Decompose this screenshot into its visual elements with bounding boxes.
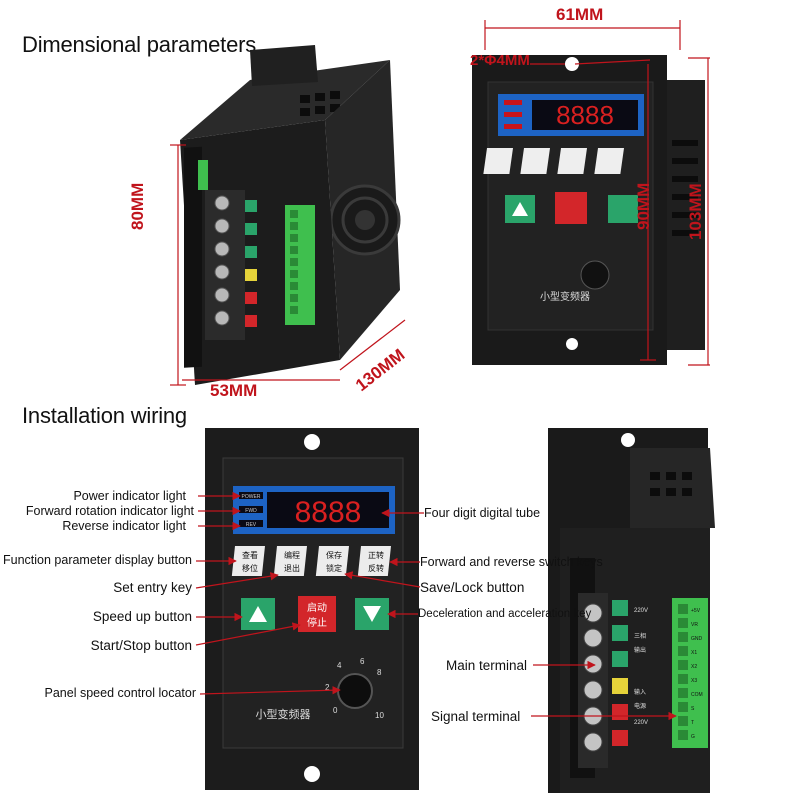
svg-text:锁定: 锁定: [326, 563, 342, 573]
bottom-mount-hole: [566, 338, 578, 350]
main-terminal-screws: [578, 593, 608, 768]
terminal-side-labels: 220V 三相 输出 输入 电源 220V: [634, 608, 648, 726]
svg-text:4: 4: [337, 661, 342, 670]
model-label: 小型变频器: [256, 707, 311, 721]
label-save-lock: Save/Lock button: [420, 580, 525, 595]
svg-text:三相: 三相: [634, 632, 646, 640]
svg-text:退出: 退出: [284, 563, 300, 573]
mount-hole: [317, 56, 329, 68]
svg-text:正转: 正转: [368, 550, 384, 560]
display-digits: 8888: [295, 496, 362, 529]
function-buttons: 查看 移位 编程 退出 保存 锁定 正转 反转: [231, 546, 391, 576]
panel-wiring-view: POWER FWD REV 8888 查看 移位 编程 退出 保存 锁定 正转 …: [205, 428, 419, 790]
svg-text:输入: 输入: [634, 688, 646, 696]
svg-text:2: 2: [325, 683, 330, 692]
label-signal-terminal: Signal terminal: [431, 709, 521, 724]
svg-text:220V: 220V: [634, 720, 648, 726]
label-panel-speed: Panel speed control locator: [44, 686, 196, 700]
svg-text:VR: VR: [691, 622, 698, 628]
svg-text:查看: 查看: [242, 550, 258, 560]
top-vents: [300, 91, 340, 116]
dim-width-side: 53MM: [210, 381, 258, 400]
svg-text:X2: X2: [691, 664, 697, 670]
signal-terminal-block: +5V VR GND X1 X2 X3 COM S T G: [672, 598, 708, 748]
speed-up-btn: [241, 598, 275, 630]
svg-text:保存: 保存: [326, 550, 342, 560]
svg-text:编程: 编程: [284, 550, 300, 560]
label-start-stop: Start/Stop button: [90, 638, 192, 653]
svg-text:6: 6: [360, 657, 365, 666]
device-side-view: [170, 45, 406, 386]
svg-text:输出: 输出: [634, 646, 646, 654]
svg-text:8: 8: [377, 668, 382, 677]
section-title-wiring: Installation wiring: [22, 403, 187, 428]
top-mount-hole: [565, 57, 579, 71]
label-set-entry: Set entry key: [113, 580, 192, 595]
svg-text:REV: REV: [246, 522, 257, 528]
svg-text:COM: COM: [691, 692, 703, 698]
svg-text:FWD: FWD: [245, 508, 257, 514]
mounting-plate: [250, 45, 318, 86]
indicator-lights: POWER FWD REV: [239, 492, 263, 528]
label-digital-tube: Four digit digital tube: [424, 506, 541, 520]
label-forward-light: Forward rotation indicator light: [25, 504, 194, 518]
svg-text:移位: 移位: [242, 563, 258, 573]
knob-top: [580, 260, 610, 290]
start-stop-top: [555, 192, 587, 224]
label-reverse-light: Reverse indicator light: [62, 519, 186, 533]
device-top-face: [180, 60, 390, 140]
svg-text:10: 10: [375, 711, 384, 720]
svg-text:220V: 220V: [634, 608, 648, 614]
section-title-dimensional: Dimensional parameters: [22, 32, 257, 57]
dim-width-top: 61MM: [556, 5, 604, 24]
svg-text:+5V: +5V: [691, 608, 701, 614]
svg-text:启动: 启动: [307, 601, 327, 614]
svg-text:小型变频器: 小型变频器: [540, 290, 590, 303]
start-stop-btn: 启动 停止: [298, 596, 336, 632]
label-power-light: Power indicator light: [73, 489, 186, 503]
label-decel-accel: Deceleration and acceleration key: [418, 608, 592, 620]
svg-text:停止: 停止: [307, 616, 327, 629]
main-terminal-block-top: [205, 190, 245, 340]
svg-text:0: 0: [333, 706, 338, 715]
svg-text:X3: X3: [691, 678, 697, 684]
svg-text:8888: 8888: [556, 100, 614, 130]
svg-text:GND: GND: [691, 636, 703, 642]
terminal-wiring-view: 220V 三相 输出 输入 电源 220V +5V VR GND X1 X2 X…: [548, 428, 715, 793]
panel-top-hole: [304, 434, 320, 450]
top-small-buttons: [483, 148, 625, 174]
svg-text:S: S: [691, 706, 695, 712]
dimension-lines-front: [484, 20, 710, 366]
terminal-indicators-top: [245, 200, 257, 327]
device-front-view: 8888 小型变频器: [472, 20, 710, 366]
svg-text:电源: 电源: [634, 702, 646, 710]
speed-knob: 0 2 4 6 8 10: [325, 657, 384, 720]
panel-bottom-hole: [304, 766, 320, 782]
label-func-display: Function parameter display button: [3, 553, 192, 567]
speed-down-btn: [355, 598, 389, 630]
label-main-terminal: Main terminal: [446, 658, 528, 673]
label-fwd-rev-switch: Forward and reverse switch keys: [420, 555, 603, 569]
svg-text:POWER: POWER: [242, 494, 261, 500]
svg-text:G: G: [691, 734, 695, 740]
dim-hole: 2*Φ4MM: [470, 52, 530, 69]
svg-text:X1: X1: [691, 650, 697, 656]
dimension-lines-side: [170, 144, 406, 386]
label-speed-up: Speed up button: [92, 609, 192, 624]
svg-text:反转: 反转: [368, 563, 384, 573]
svg-text:T: T: [691, 720, 694, 726]
down-button-top: [608, 195, 638, 223]
